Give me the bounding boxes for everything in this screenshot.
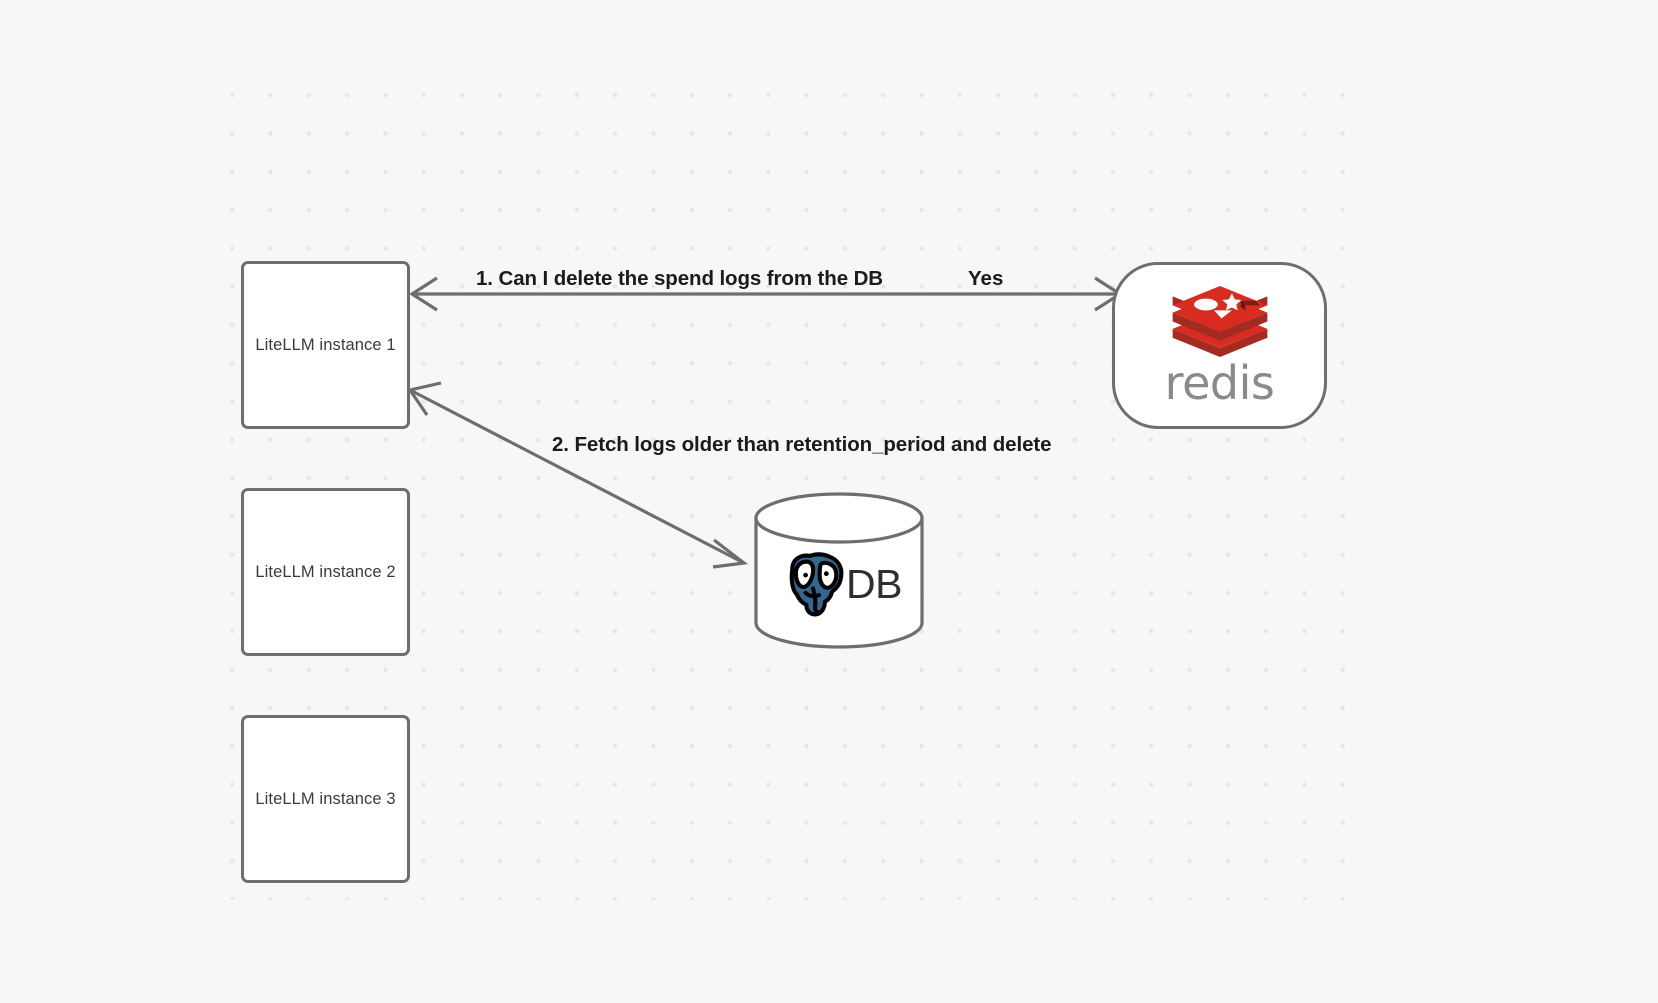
node-litellm-instance-3[interactable]: LiteLLM instance 3 (241, 715, 410, 883)
node-litellm-instance-1[interactable]: LiteLLM instance 1 (241, 261, 410, 429)
node-database[interactable]: DB (753, 492, 925, 649)
node-redis[interactable]: redis (1112, 262, 1327, 429)
postgresql-elephant-icon (789, 552, 844, 617)
node-litellm-instance-2[interactable]: LiteLLM instance 2 (241, 488, 410, 656)
edge-db-instance1 (407, 381, 749, 569)
edge-label-step-2: 2. Fetch logs older than retention_perio… (552, 433, 1052, 456)
database-logo-row: DB (753, 534, 925, 634)
edge-label-yes: Yes (968, 267, 1004, 290)
node-label: LiteLLM instance 2 (255, 562, 396, 581)
redis-logo-icon (1172, 285, 1267, 357)
edge-label-step-1: 1. Can I delete the spend logs from the … (476, 267, 884, 290)
node-label: LiteLLM instance 1 (255, 335, 396, 354)
node-label: LiteLLM instance 3 (255, 789, 396, 808)
db-label: DB (846, 560, 902, 607)
redis-wordmark: redis (1164, 355, 1275, 410)
